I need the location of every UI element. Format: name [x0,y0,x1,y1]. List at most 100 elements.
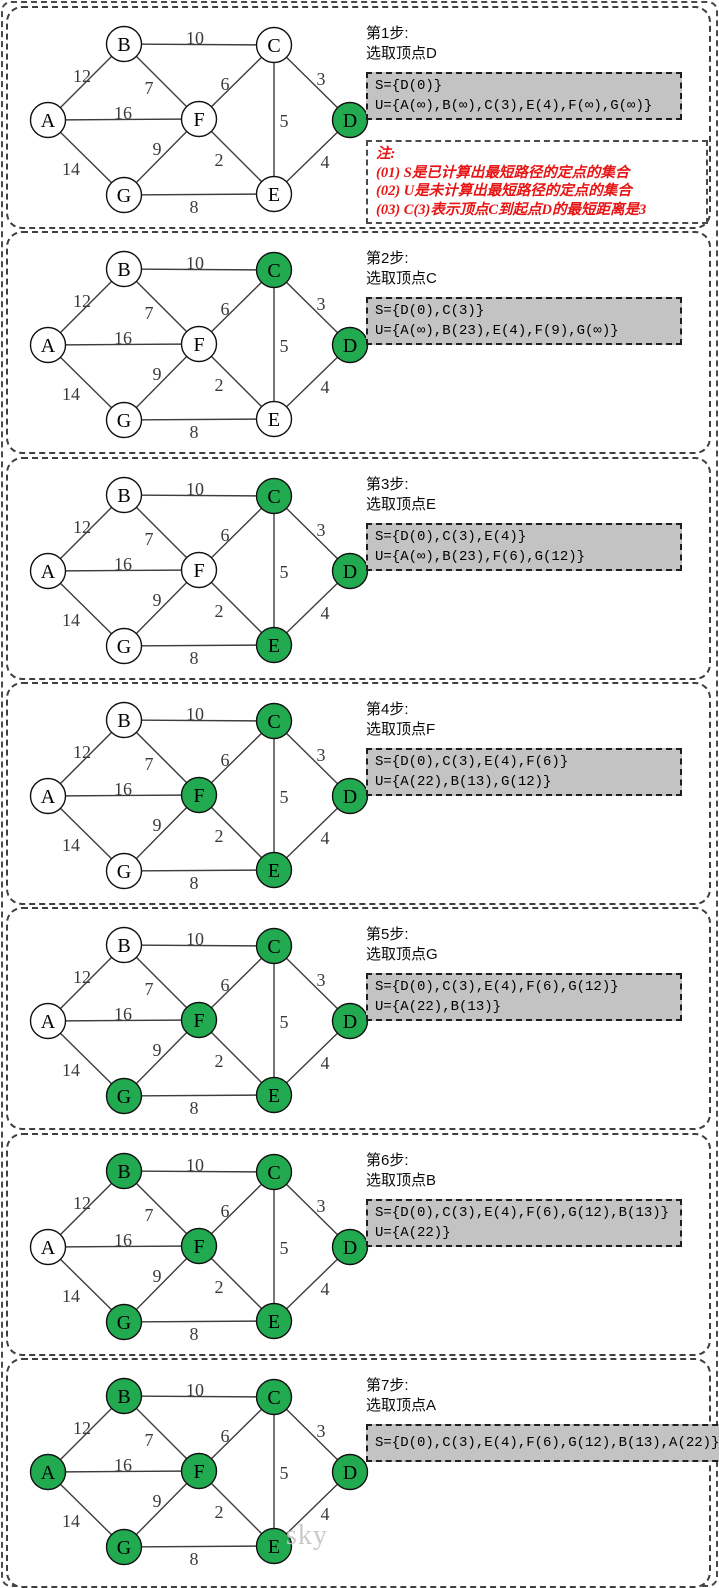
node-B [105,701,143,739]
edge-weight-C-F: 6 [221,74,230,94]
edge-weight-A-B: 12 [73,967,91,987]
node-label-E: E [268,184,280,206]
set-box: S={D(0),C(3),E(4),F(6),G(12),B(13),A(22)… [366,1424,719,1462]
edge-weight-C-D: 3 [317,745,326,765]
edge-weight-A-F: 16 [114,1004,132,1024]
set-box: S={D(0),C(3)} U={A(∞),B(23),E(4),F(9),G(… [366,297,682,345]
step-number-label: 第7步: [366,1377,409,1394]
edge-weight-F-E: 2 [215,375,224,395]
edge-weight-D-E: 4 [321,152,330,172]
edge-weight-A-B: 12 [73,291,91,311]
edge-weight-C-E: 5 [280,562,289,582]
node-F [180,325,218,363]
edge-G-E [123,869,275,872]
node-F-selected [180,1227,218,1265]
set-s-line: S={D(0),C(3),E(4),F(6),G(12)} [375,979,619,995]
node-A [29,1228,67,1266]
edge-A-F [47,343,200,346]
step-action-label: 选取顶点C [366,270,437,287]
edge-weight-F-E: 2 [215,601,224,621]
node-label-A: A [41,1237,56,1259]
node-label-D: D [343,1237,357,1259]
node-label-D: D [343,1462,357,1484]
edge-weight-C-E: 5 [280,111,289,131]
node-label-F: F [193,785,204,807]
node-G-selected [105,1077,143,1115]
edge-A-F [47,1470,200,1473]
edge-weight-C-E: 5 [280,336,289,356]
edge-weight-C-D: 3 [317,520,326,540]
step-number-label: 第3步: [366,476,409,493]
edge-B-C [123,944,275,947]
node-label-D: D [343,786,357,808]
node-A [29,777,67,815]
step-title: 第5步: 选取顶点G [366,925,438,965]
node-label-A: A [41,786,56,808]
step-title: 第7步: 选取顶点A [366,1376,436,1416]
set-s-line: S={D(0),C(3),E(4)} [375,529,527,545]
edge-weight-C-E: 5 [280,1463,289,1483]
edge-weight-B-F: 7 [145,1205,154,1225]
node-E-selected [255,1302,293,1340]
node-D-selected [331,1453,369,1491]
node-label-D: D [343,561,357,583]
edge-weight-C-E: 5 [280,1012,289,1032]
edge-weight-B-F: 7 [145,303,154,323]
node-label-F: F [193,1461,204,1483]
node-label-A: A [41,561,56,583]
node-D-selected [331,326,369,364]
set-u-line: U={A(∞),B(23),F(6),G(12)} [375,549,586,565]
node-G [105,401,143,439]
set-box: S={D(0),C(3),E(4),F(6),G(12),B(13)} U={A… [366,1199,682,1247]
node-F-selected [180,776,218,814]
step-action-label: 选取顶点F [366,721,436,738]
node-label-A: A [41,335,56,357]
edge-weight-F-G: 9 [153,815,162,835]
edge-weight-F-E: 2 [215,826,224,846]
node-label-E: E [268,409,280,431]
node-label-C: C [267,486,280,508]
step-action-label: 选取顶点A [366,1397,437,1414]
node-E-selected [255,1527,293,1565]
node-E-selected [255,626,293,664]
edge-weight-B-F: 7 [145,529,154,549]
node-B [105,476,143,514]
set-box: S={D(0),C(3),E(4),F(6)} U={A(22),B(13),G… [366,748,682,796]
edge-weight-G-E: 8 [190,422,199,442]
step-action-label: 选取顶点G [366,946,438,963]
node-A-selected [29,1453,67,1491]
note-line-3: (03) C(3)表示顶点C到起点D的最短距离是3 [376,201,647,218]
edge-weight-B-C: 10 [186,253,204,273]
node-label-B: B [117,34,130,56]
edge-weight-C-D: 3 [317,970,326,990]
set-s-line: S={D(0),C(3)} [375,303,485,319]
edge-weight-B-F: 7 [145,78,154,98]
node-label-A: A [41,1011,56,1033]
edge-weight-C-D: 3 [317,294,326,314]
node-G-selected [105,1303,143,1341]
edge-weight-A-B: 12 [73,742,91,762]
node-C [255,26,293,64]
node-label-A: A [41,1462,56,1484]
node-label-G: G [117,1312,131,1334]
node-G [105,852,143,890]
edge-G-E [123,1320,275,1323]
step-title: 第2步: 选取顶点C [366,249,437,289]
edge-weight-C-F: 6 [221,975,230,995]
node-label-B: B [117,485,130,507]
node-D-selected [331,1002,369,1040]
edge-weight-A-F: 16 [114,554,132,574]
edge-weight-A-F: 16 [114,1230,132,1250]
node-label-C: C [267,260,280,282]
edge-weight-B-C: 10 [186,704,204,724]
edge-weight-B-F: 7 [145,979,154,999]
edge-G-E [123,1094,275,1097]
